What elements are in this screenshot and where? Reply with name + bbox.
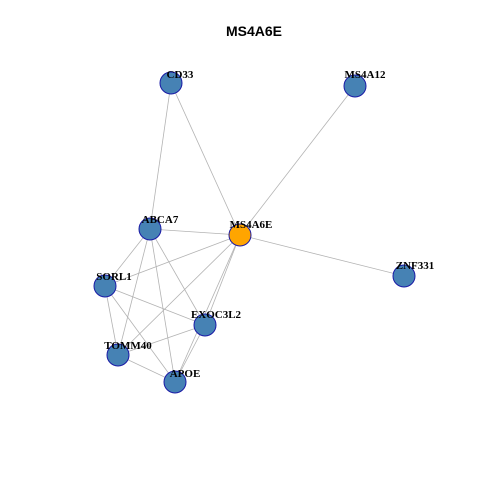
node-label-sorl1: SORL1 [96, 271, 131, 283]
node-exoc3l2 [193, 313, 217, 337]
edge-ms4a6e-tomm40 [117, 234, 241, 356]
edge-abca7-ms4a6e [149, 228, 241, 236]
edge-exoc3l2-tomm40 [117, 324, 206, 356]
node-label-apoe: APOE [170, 368, 201, 380]
edge-ms4a6e-apoe [174, 234, 241, 383]
edge-sorl1-apoe [104, 285, 176, 383]
edge-ms4a12-ms4a6e [239, 85, 356, 236]
edge-ms4a6e-sorl1 [104, 234, 241, 287]
edge-ms4a6e-znf331 [239, 234, 405, 277]
edge-abca7-apoe [149, 228, 176, 383]
edge-abca7-tomm40 [117, 228, 151, 356]
edge-abca7-sorl1 [104, 228, 151, 287]
edge-ms4a6e-exoc3l2 [204, 234, 241, 326]
edge-abca7-exoc3l2 [149, 228, 206, 326]
edge-sorl1-exoc3l2 [104, 285, 206, 326]
node-label-exoc3l2: EXOC3L2 [191, 309, 242, 321]
edge-cd33-abca7 [149, 82, 172, 230]
node-znf331 [392, 264, 416, 288]
node-apoe [163, 370, 187, 394]
edge-sorl1-tomm40 [104, 285, 119, 356]
node-label-znf331: ZNF331 [396, 260, 435, 272]
node-sorl1 [93, 274, 117, 298]
node-ms4a12 [343, 74, 367, 98]
edge-layer [104, 82, 405, 383]
node-label-abca7: ABCA7 [142, 214, 179, 226]
node-tomm40 [106, 343, 130, 367]
edge-cd33-ms4a6e [170, 82, 241, 236]
node-cd33 [159, 71, 183, 95]
node-label-ms4a6e: MS4A6E [230, 219, 273, 231]
node-label-cd33: CD33 [167, 69, 194, 81]
node-label-tomm40: TOMM40 [104, 340, 152, 352]
node-label-ms4a12: MS4A12 [345, 69, 386, 81]
node-abca7 [138, 217, 162, 241]
node-ms4a6e [228, 223, 252, 247]
diagram-title: MS4A6E [226, 23, 282, 39]
